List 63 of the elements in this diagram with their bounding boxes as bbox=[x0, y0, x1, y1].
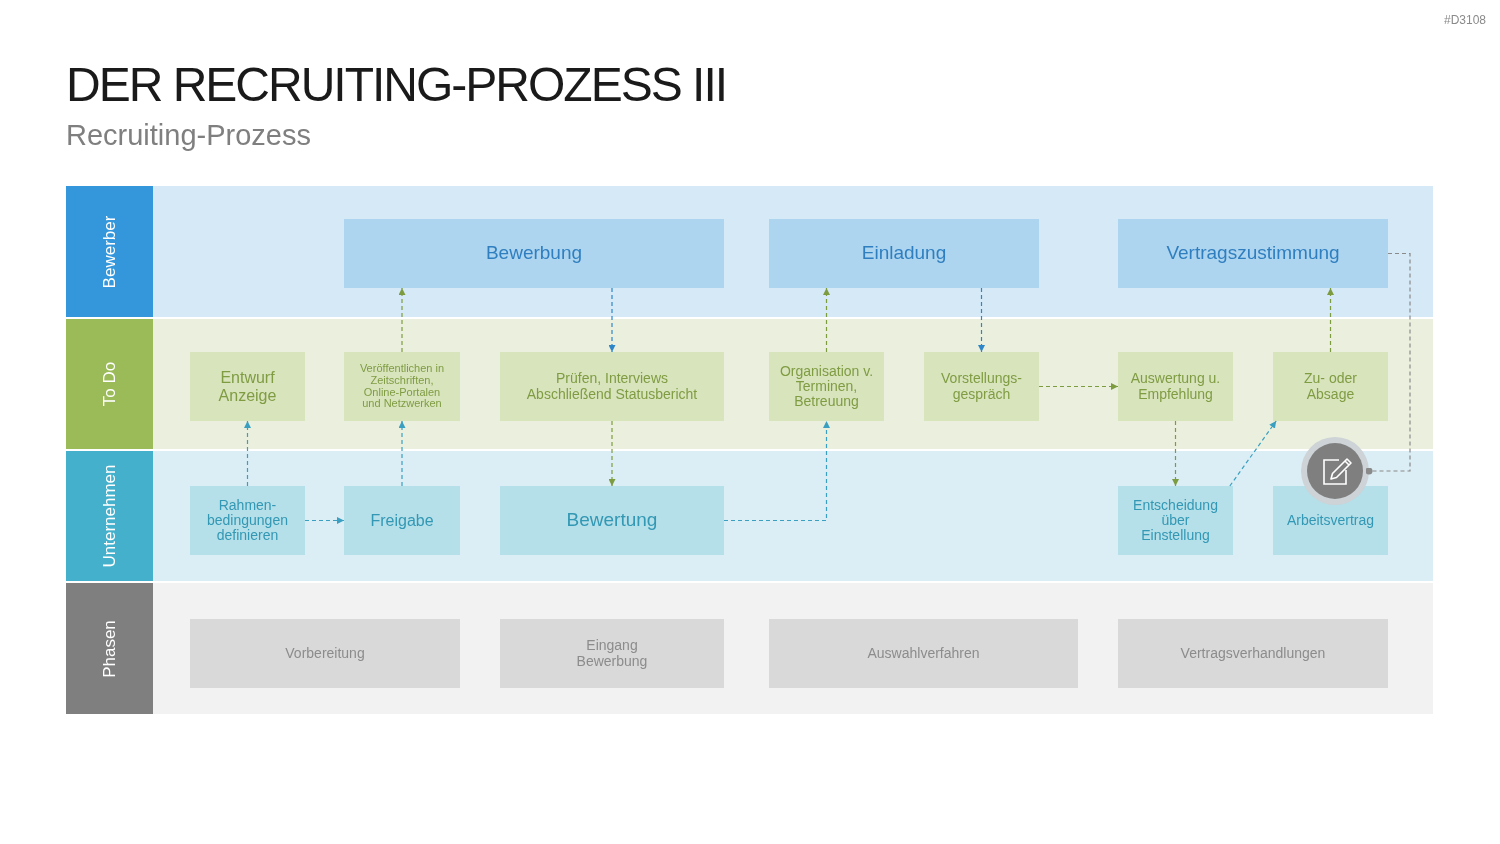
step-label: Vertragszustimmung bbox=[1166, 243, 1340, 264]
dashed-arrow bbox=[1172, 420, 1179, 487]
process-box bbox=[1118, 486, 1233, 555]
lane-title: Unternehmen bbox=[100, 464, 119, 568]
swimlane bbox=[66, 451, 1433, 581]
title: DER RECRUITING-PROZESS III bbox=[66, 57, 727, 113]
step-label: Entscheidung über Einstellung bbox=[1132, 497, 1219, 544]
dashed-connector-line bbox=[1365, 252, 1411, 475]
dashed-arrow bbox=[723, 420, 830, 522]
process-box bbox=[190, 352, 305, 421]
step-label: Organisation v. Terminen, Betreuung bbox=[778, 363, 875, 410]
step-label: Vorstellungs- gespräch bbox=[940, 371, 1023, 402]
process-box bbox=[190, 486, 305, 555]
phase-label: Auswahlverfahren bbox=[867, 645, 980, 662]
phase-label: Eingang Bewerbung bbox=[575, 638, 649, 669]
dashed-arrow bbox=[978, 287, 985, 353]
dashed-arrow bbox=[1327, 287, 1334, 353]
lane-title: Phasen bbox=[100, 619, 119, 678]
phase-box bbox=[190, 619, 460, 688]
dashed-arrow bbox=[398, 420, 406, 487]
step-label: Bewertung bbox=[566, 510, 658, 531]
dashed-arrow bbox=[608, 287, 616, 353]
process-box bbox=[344, 219, 724, 288]
process-box bbox=[1118, 352, 1233, 421]
process-box bbox=[344, 352, 460, 421]
dashed-arrow bbox=[304, 517, 345, 524]
phase-box bbox=[769, 619, 1078, 688]
process-box bbox=[769, 219, 1039, 288]
step-label: Rahmen- bedingungen definieren bbox=[206, 497, 289, 544]
step-label: Bewerbung bbox=[485, 243, 583, 264]
swimlane bbox=[66, 186, 1433, 317]
process-box bbox=[344, 486, 460, 555]
subtitle: Recruiting-Prozess bbox=[66, 119, 311, 153]
dashed-arrow bbox=[244, 420, 251, 487]
step-label: Zu- oder Absage bbox=[1303, 371, 1358, 402]
reference-code: #D3108 bbox=[1443, 14, 1486, 28]
phase-box bbox=[1118, 619, 1388, 688]
dashed-arrow bbox=[398, 287, 406, 353]
swimlane bbox=[66, 583, 1433, 714]
dashed-arrow bbox=[1038, 383, 1119, 390]
phase-label: Vertragsverhandlungen bbox=[1180, 645, 1326, 662]
step-label: Veröffentlichen in Zeitschriften, Online-Portalen und Netzwerken bbox=[358, 362, 446, 411]
lane-title: To Do bbox=[100, 361, 119, 407]
process-box bbox=[500, 352, 724, 421]
step-label: Entwurf Anzeige bbox=[217, 369, 278, 404]
dashed-arrow bbox=[608, 420, 616, 487]
step-label: Auswertung u. Empfehlung bbox=[1129, 371, 1222, 402]
step-label: Arbeitsvertrag bbox=[1286, 512, 1375, 529]
process-box bbox=[1273, 352, 1388, 421]
swimlane bbox=[66, 319, 1433, 449]
process-box bbox=[1118, 219, 1388, 288]
process-box bbox=[924, 352, 1039, 421]
edit-icon bbox=[1301, 437, 1369, 505]
process-box bbox=[769, 352, 884, 421]
dashed-arrow bbox=[1229, 420, 1277, 487]
process-box bbox=[500, 486, 724, 555]
step-label: Freigabe bbox=[370, 511, 434, 530]
step-label: Prüfen, Interviews Abschließend Statusbericht bbox=[525, 371, 699, 402]
phase-label: Vorbereitung bbox=[285, 645, 365, 662]
phase-box bbox=[500, 619, 724, 688]
step-label: Einladung bbox=[861, 243, 947, 264]
dashed-arrow bbox=[823, 287, 830, 353]
lane-title: Bewerber bbox=[100, 215, 119, 288]
